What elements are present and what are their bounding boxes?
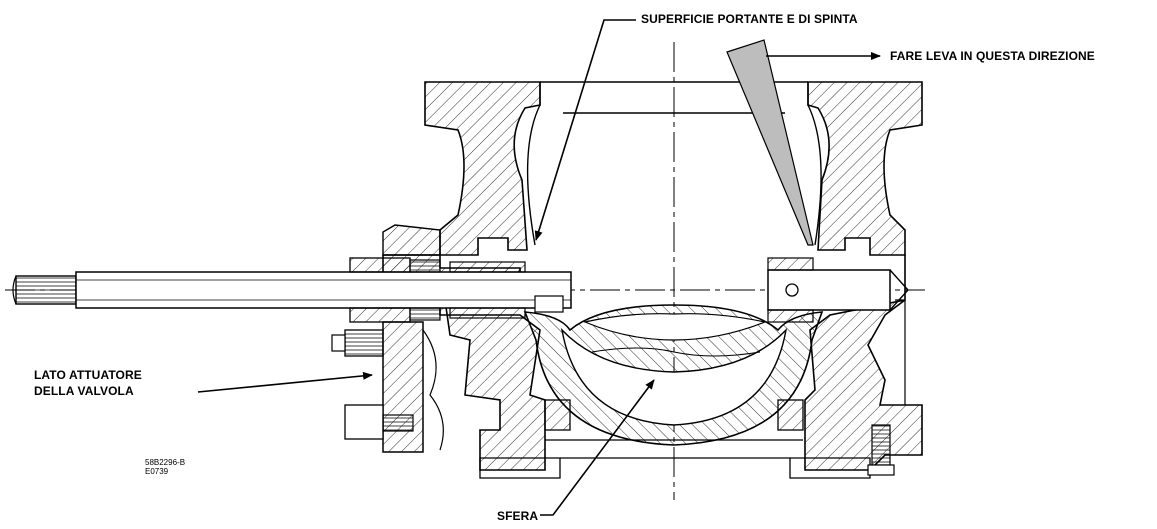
label-bearing-surface: SUPERFICIE PORTANTE E DI SPINTA: [641, 12, 858, 26]
valve-body-right: [807, 81, 923, 256]
drawing-code-line2: E0739: [145, 467, 169, 476]
drawing-code-line1: 58B2296-B: [145, 458, 186, 467]
follower-shaft: [767, 257, 909, 323]
bottom-bolt: [867, 424, 895, 476]
leader-lines: [197, 19, 881, 516]
label-actuator-side-line2: DELLA VALVOLA: [34, 384, 134, 398]
label-ball: SFERA: [497, 509, 539, 523]
valve-body-left: [382, 81, 541, 256]
drive-shaft: [12, 271, 572, 313]
label-pry-direction: FARE LEVA IN QUESTA DIREZIONE: [890, 49, 1095, 63]
label-actuator-side-line1: LATO ATTUATORE: [34, 368, 142, 382]
packing-gland: [349, 257, 526, 323]
mounting-bracket: [331, 321, 444, 453]
pry-lever: [726, 39, 814, 246]
ball: [523, 304, 824, 446]
